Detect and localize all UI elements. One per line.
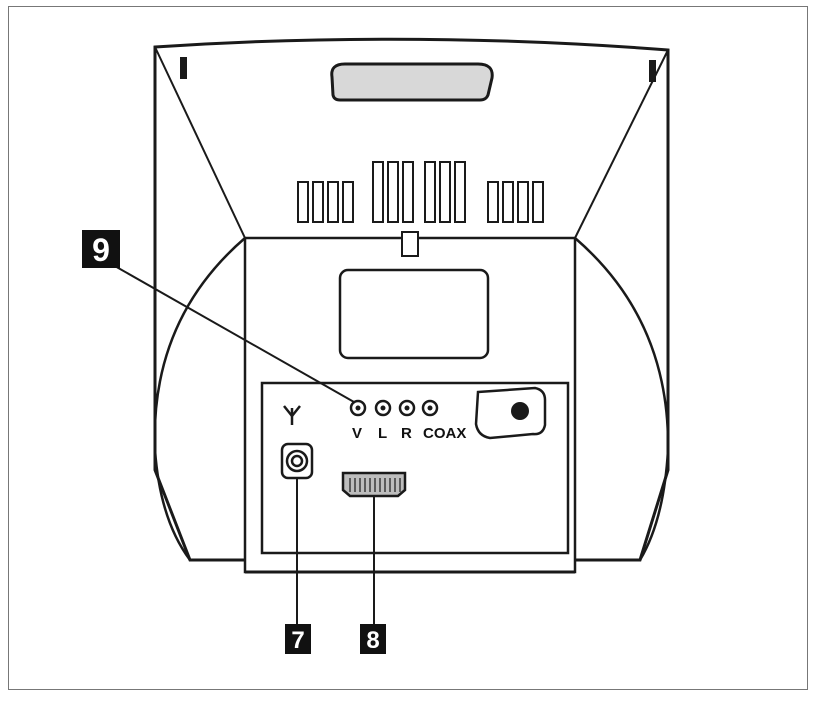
antenna-icon [283, 405, 301, 425]
jack-label-coax: COAX [423, 425, 466, 442]
antenna-socket [280, 442, 314, 480]
corner-tab-left [180, 57, 187, 79]
corner-tab-right [649, 60, 656, 82]
callout-8-label: 8 [366, 627, 379, 654]
leader-line-9 [112, 264, 355, 403]
av-input-jacks [349, 399, 439, 417]
callout-7-label: 7 [291, 627, 304, 654]
callout-9-label: 9 [92, 232, 110, 268]
scart-connector [341, 471, 407, 498]
cabinet-left-taper [154, 46, 246, 239]
cabinet-left-bulge [153, 237, 246, 561]
callout-9-badge [82, 230, 120, 268]
power-socket-hole [511, 402, 529, 420]
power-socket [474, 386, 547, 440]
callout-7-badge [285, 624, 311, 654]
label-plate [338, 268, 490, 360]
ventilation-slots [297, 161, 544, 223]
jack-label-v: V [352, 425, 362, 442]
callout-8-badge [360, 624, 386, 654]
jack-label-l: L [378, 425, 387, 442]
figure-frame [8, 6, 808, 690]
jack-label-r: R [401, 425, 412, 442]
panel-clip [401, 231, 419, 257]
cabinet-right-bulge [574, 237, 670, 561]
carry-handle [330, 62, 494, 102]
